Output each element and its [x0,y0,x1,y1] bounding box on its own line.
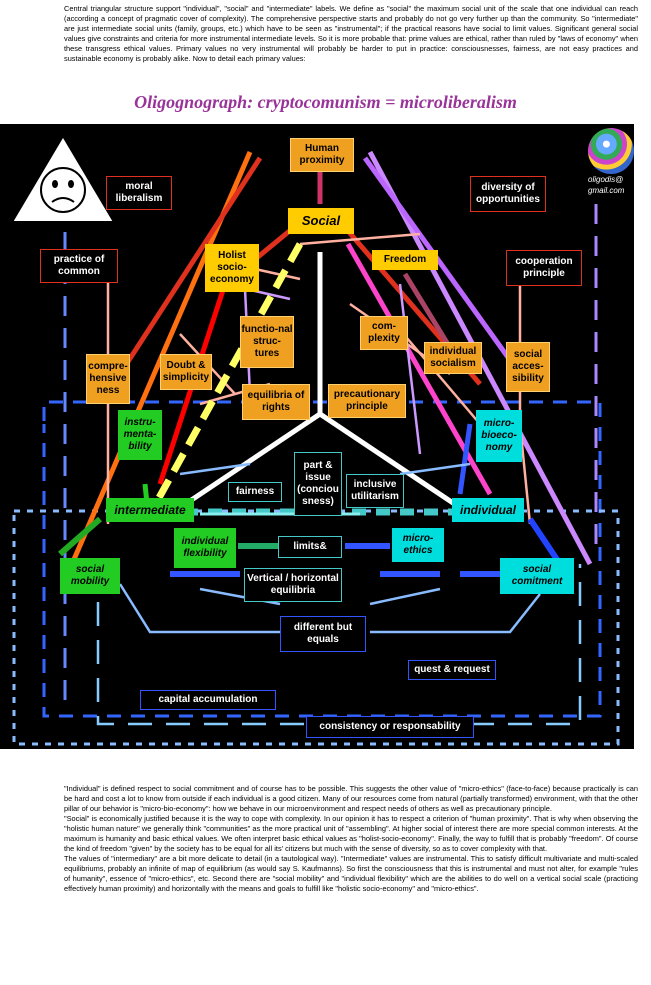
inclusive-utilitarism-box: inclusive utilitarism [346,474,404,508]
paragraph-social: "Social" is economically justified becau… [64,814,638,853]
individual-flexibility-box: individual flexibility [174,528,236,568]
oligognograph-diagram: oligodis@ gmail.com Human proximity Soci… [0,124,634,749]
explanation-text: "Individual" is defined respect to socia… [64,784,638,894]
part-and-issue-box: part & issue (conciou sness) [294,452,342,516]
sad-face-triangle-icon [10,134,116,223]
capital-accumulation-box: capital accumulation [140,690,276,710]
comprehensiveness-box: compre-hensive ness [86,354,130,404]
intermediate-box: intermediate [106,498,194,522]
email-address: oligodis@ gmail.com [588,175,625,195]
individual-box: individual [452,498,524,522]
doubt-and-simplicity-box: Doubt & simplicity [160,354,212,390]
fairness-box: fairness [228,482,282,502]
cooperation-principle-box: cooperation principle [506,250,582,286]
limits-box: limits& [278,536,342,558]
vertical-horizontal-equilibria-box: Vertical / horizontal equilibria [244,568,342,602]
complexity-box: com-plexity [360,316,408,350]
page-title: Oligognograph: cryptocomunism = microlib… [134,92,517,112]
consistency-or-responsability-box: consistency or responsability [306,716,474,738]
social-commitment-box: social comitment [500,558,574,594]
practice-of-common-box: practice of common [40,249,118,283]
instrumentability-box: instru-menta-bility [118,410,162,460]
different-but-equals-box: different but equals [280,616,366,652]
social-accessibility-box: social acces-sibility [506,342,550,392]
earth-globe-icon [588,128,634,174]
freedom-box: Freedom [372,250,438,270]
quest-and-request-box: quest & request [408,660,496,680]
paragraph-intermediary: The values of "intermediary" are a bit m… [64,854,638,893]
diversity-of-opportunities-box: diversity of opportunities [470,176,546,212]
individual-socialism-box: individual socialism [424,342,482,374]
precautionary-principle-box: precautionary principle [328,384,406,418]
human-proximity-box: Human proximity [290,138,354,172]
micro-ethics-box: micro-ethics [392,528,444,562]
equilibria-of-rights-box: equilibria of rights [242,384,310,420]
social-mobility-box: social mobility [60,558,120,594]
holist-socio-economy-box: Holist socio-economy [205,244,259,292]
paragraph-individual: "Individual" is defined respect to socia… [64,784,638,813]
micro-bioeconomy-box: micro-bioeco-nomy [476,410,522,462]
functional-structures-box: functio-nal struc-tures [240,316,294,368]
intro-paragraph: Central triangular structure support "in… [64,4,638,63]
social-box: Social [288,208,354,234]
moral-liberalism-box: moral liberalism [106,176,172,210]
